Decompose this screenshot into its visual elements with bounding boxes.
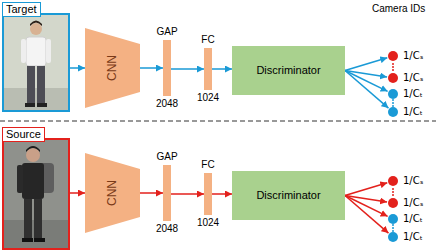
discriminator-box: Discriminator — [232, 171, 345, 220]
camera-id-circle: 1/Cₛ — [388, 176, 398, 186]
probability-label: 1/Cₜ — [403, 231, 423, 243]
probability-label: 1/Cₛ — [403, 72, 423, 84]
feature-bar: GAP2048 — [163, 165, 171, 221]
probability-label: 1/Cₜ — [403, 106, 423, 118]
layer-name: GAP — [156, 26, 177, 38]
arrow-connector — [345, 183, 387, 196]
domain-tag: Target — [2, 2, 41, 17]
dimension: 1024 — [197, 92, 219, 104]
camera-id-circle: 1/Cₜ — [388, 107, 398, 117]
block-label: CNN — [106, 55, 120, 81]
arrow-connector — [212, 193, 232, 195]
probability-label: 1/Cₜ — [403, 213, 423, 225]
layer-name: FC — [201, 34, 214, 46]
probability-label: 1/Cₛ — [403, 175, 423, 187]
dimension: 2048 — [156, 98, 178, 110]
arrow-connector — [70, 192, 85, 194]
arrow-connector — [345, 196, 388, 234]
camera-id-circle: 1/Cₛ — [388, 198, 398, 208]
block-label: Discriminator — [256, 189, 320, 202]
probability-label: 1/Cₛ — [403, 50, 423, 62]
layer-name: FC — [201, 159, 214, 171]
arrow-connector — [345, 71, 388, 109]
feature-bar: FC1024 — [204, 48, 212, 90]
feature-bar: FC1024 — [204, 173, 212, 215]
probability-label: 1/Cₛ — [403, 197, 423, 209]
arrow-connector — [140, 192, 163, 194]
column-header: Camera IDs — [372, 3, 425, 14]
camera-id-circle: 1/Cₜ — [388, 214, 398, 224]
arrow-connector — [171, 193, 204, 195]
probability-label: 1/Cₜ — [403, 88, 423, 100]
camera-id-circle: 1/Cₛ — [388, 51, 398, 61]
source-photo — [3, 139, 69, 249]
arrow-connector — [70, 67, 85, 69]
dimension: 2048 — [156, 223, 178, 235]
camera-id-circle: 1/Cₛ — [388, 73, 398, 83]
domain-tag: Source — [2, 127, 45, 142]
block-label: Discriminator — [256, 64, 320, 77]
dimension: 1024 — [197, 217, 219, 229]
divider — [0, 121, 436, 122]
cnn-block: CNN — [85, 153, 140, 233]
cnn-block: CNN — [85, 28, 140, 108]
camera-id-circle: 1/Cₜ — [388, 89, 398, 99]
image-frame: Target — [2, 2, 70, 112]
block-label: CNN — [106, 180, 120, 206]
image-frame: Source — [2, 127, 70, 250]
arrow-connector — [212, 68, 232, 70]
discriminator-box: Discriminator — [232, 46, 345, 95]
target-photo — [3, 14, 69, 111]
camera-id-circle: 1/Cₜ — [388, 232, 398, 242]
arrow-connector — [140, 67, 163, 69]
arrow-connector — [171, 68, 204, 70]
layer-name: GAP — [156, 151, 177, 163]
feature-bar: GAP2048 — [163, 40, 171, 96]
arrow-connector — [345, 58, 387, 71]
